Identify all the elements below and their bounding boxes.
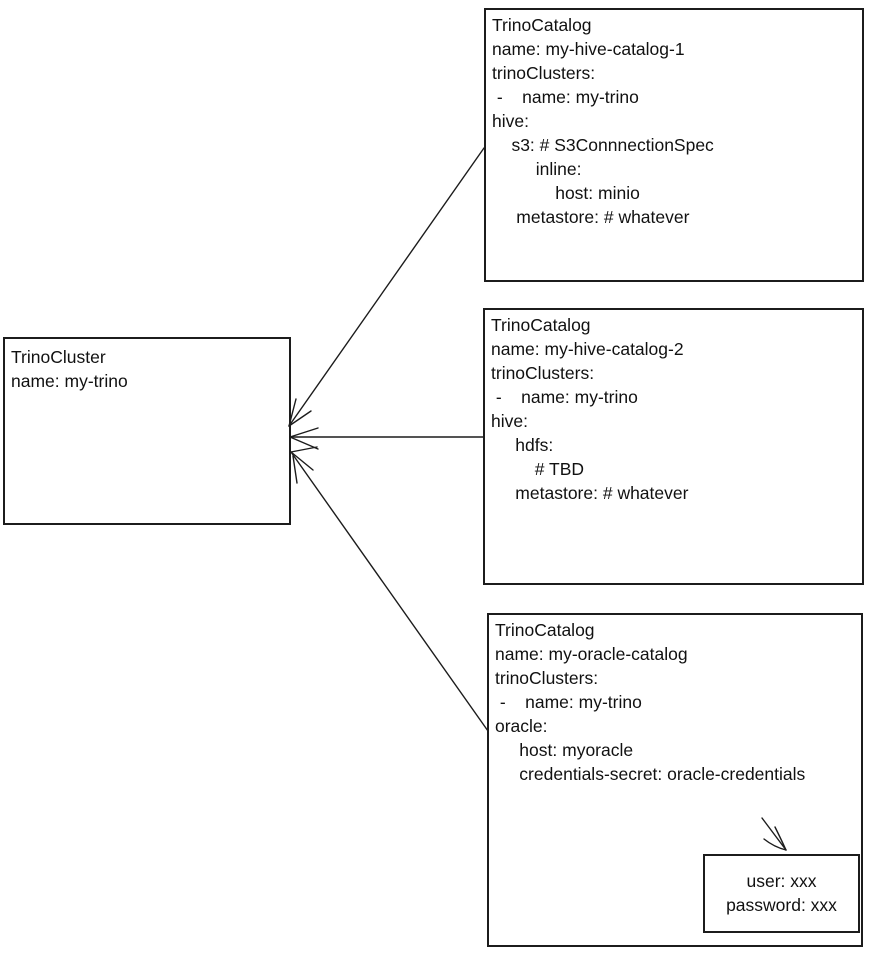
yaml-line: host: myoracle [495,740,634,760]
credentials-box: user: xxx password: xxx [703,854,860,933]
arrow-catalog2-to-cluster [289,427,484,450]
yaml-line: s3: # S3ConnnectionSpec [492,135,714,155]
yaml-line: TrinoCluster [11,347,106,367]
yaml-line: password: xxx [726,895,837,915]
yaml-line: TrinoCatalog [491,315,591,335]
yaml-line: # TBD [491,459,585,479]
yaml-line: credentials-secret: oracle-credentials [495,764,806,784]
yaml-line: host: minio [492,183,640,203]
yaml-line: TrinoCatalog [492,15,592,35]
yaml-line: trinoClusters: [492,63,596,83]
arrow-catalog3-to-cluster [290,446,489,732]
yaml-line: name: my-oracle-catalog [495,644,688,664]
yaml-line: trinoClusters: [495,668,599,688]
yaml-line: metastore: # whatever [492,207,690,227]
trino-cluster-box: TrinoCluster name: my-trino [3,337,291,525]
yaml-line: - name: my-trino [492,87,639,107]
yaml-line: TrinoCatalog [495,620,595,640]
yaml-line: user: xxx [746,871,817,891]
trino-catalog-box-1: TrinoCatalog name: my-hive-catalog-1 trino… [484,8,864,282]
yaml-line: metastore: # whatever [491,483,689,503]
yaml-line: oracle: [495,716,548,736]
yaml-line: name: my-hive-catalog-1 [492,39,685,59]
trino-catalog-box-3: TrinoCatalog name: my-oracle-catalog trino… [487,613,863,947]
yaml-line: name: my-trino [11,371,128,391]
yaml-line: inline: [492,159,582,179]
yaml-line: hdfs: [491,435,554,455]
yaml-line: hive: [492,111,529,131]
arrow-catalog1-to-cluster [288,147,485,427]
yaml-line: - name: my-trino [495,692,642,712]
yaml-line: name: my-hive-catalog-2 [491,339,684,359]
yaml-line: - name: my-trino [491,387,638,407]
trino-catalog-box-2: TrinoCatalog name: my-hive-catalog-2 trino… [483,308,864,585]
yaml-line: hive: [491,411,528,431]
yaml-line: trinoClusters: [491,363,595,383]
